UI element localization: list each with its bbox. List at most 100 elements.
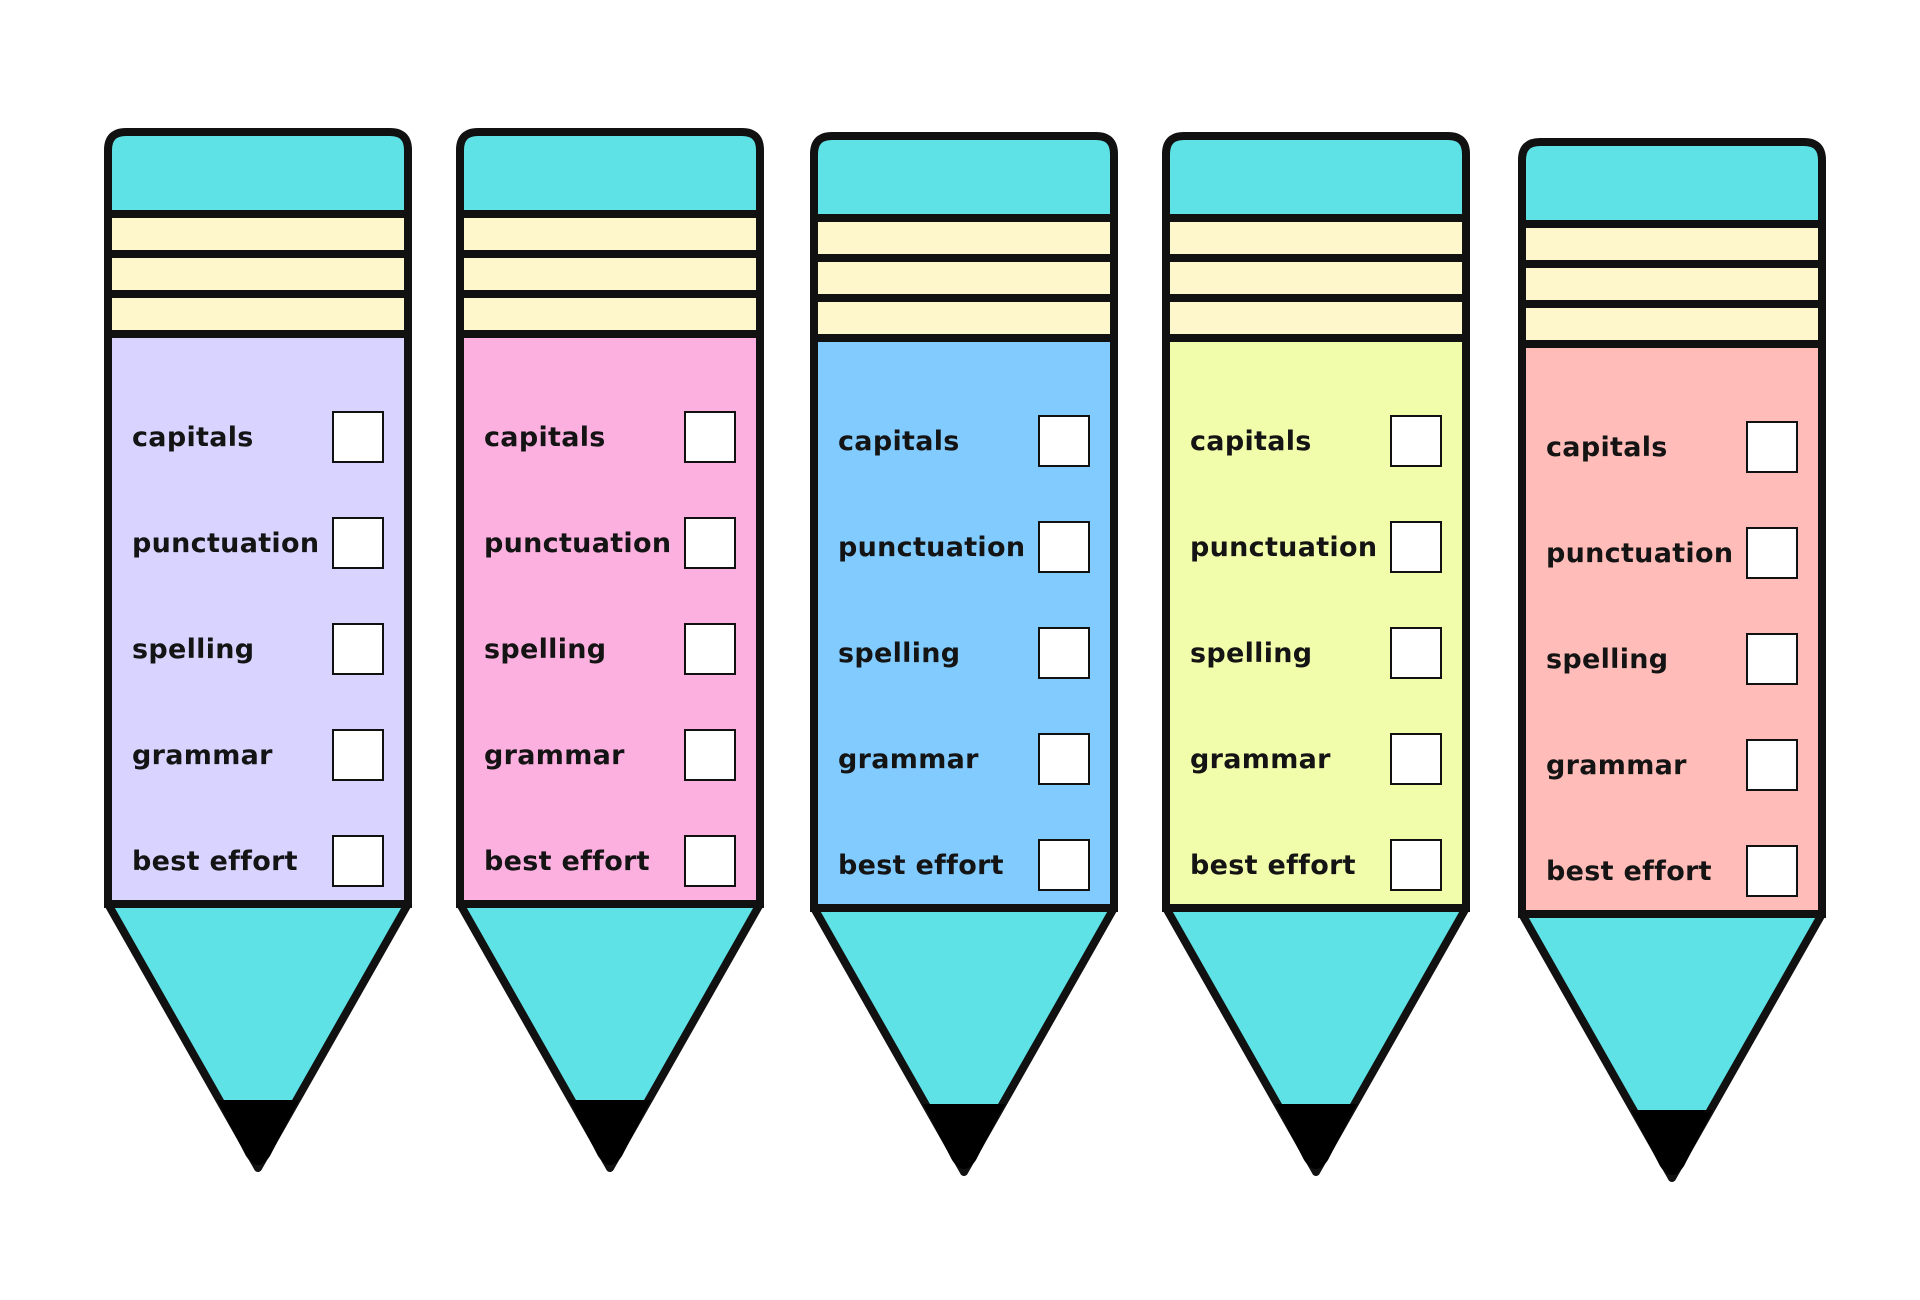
checkbox[interactable] [1038, 839, 1090, 891]
checklist-item: grammar [132, 708, 388, 814]
checklist-item-label: punctuation [484, 527, 672, 559]
pencil-lead [1275, 1104, 1357, 1169]
checklist-item: spelling [1546, 612, 1802, 718]
checklist-item-label: grammar [484, 739, 625, 771]
pencil-ferrule-band [1162, 254, 1470, 302]
checkbox[interactable] [1390, 415, 1442, 467]
checklist-item: best effort [1190, 818, 1446, 924]
checklist-item: spelling [132, 602, 388, 708]
checklist-item-label: grammar [1190, 743, 1331, 775]
checkbox[interactable] [1038, 627, 1090, 679]
checklist-item: punctuation [132, 496, 388, 602]
checkbox[interactable] [1746, 739, 1798, 791]
checkbox[interactable] [1390, 521, 1442, 573]
checkbox[interactable] [1390, 839, 1442, 891]
checkbox[interactable] [684, 729, 736, 781]
checklist: capitals punctuation spelling grammar best e… [838, 394, 1094, 924]
checklist-item: capitals [1190, 394, 1446, 500]
checkbox[interactable] [684, 411, 736, 463]
checklist-item: punctuation [484, 496, 740, 602]
checklist-item: capitals [838, 394, 1094, 500]
pencil-ferrule-band [456, 290, 764, 338]
checklist-item: capitals [484, 390, 740, 496]
checklist-item: spelling [484, 602, 740, 708]
checkbox[interactable] [332, 835, 384, 887]
checklist-item: grammar [838, 712, 1094, 818]
checklist-item-label: best effort [484, 845, 650, 877]
checklist-item-label: punctuation [838, 531, 1026, 563]
checklist-item-label: best effort [1190, 849, 1356, 881]
checkbox[interactable] [332, 729, 384, 781]
pencil-lead [569, 1100, 651, 1165]
checkbox[interactable] [684, 623, 736, 675]
checkbox[interactable] [1038, 733, 1090, 785]
checklist-item: grammar [484, 708, 740, 814]
pencil-shape [456, 128, 764, 1172]
pencil-ferrule-band [1162, 214, 1470, 262]
checklist-item-label: grammar [838, 743, 979, 775]
pencil-tip [104, 900, 412, 1172]
pencil-tip [456, 900, 764, 1172]
checklist-item-label: grammar [1546, 749, 1687, 781]
pencil-shape [1518, 138, 1826, 1182]
checklist-item-label: spelling [132, 633, 255, 665]
checkbox[interactable] [684, 517, 736, 569]
pencil-shape [104, 128, 412, 1172]
pencil-checklist-yellow: capitals punctuation spelling grammar best e… [1162, 132, 1470, 1180]
checklist-item-label: capitals [1190, 425, 1312, 457]
pencil-lead [1631, 1110, 1713, 1175]
pencil-ferrule-band [1518, 260, 1826, 308]
checklist-item-label: spelling [1190, 637, 1313, 669]
checklist-item-label: spelling [838, 637, 961, 669]
pencil-ferrule-band [1518, 220, 1826, 268]
checkbox[interactable] [332, 623, 384, 675]
checkbox[interactable] [684, 835, 736, 887]
pencil-ferrule-band [810, 214, 1118, 262]
checklist-item: punctuation [838, 500, 1094, 606]
checklist: capitals punctuation spelling grammar best e… [1190, 394, 1446, 924]
checklist-item-label: best effort [132, 845, 298, 877]
checkbox[interactable] [1390, 627, 1442, 679]
checkbox[interactable] [1390, 733, 1442, 785]
pencil-ferrule-band [104, 290, 412, 338]
checklist-item-label: spelling [484, 633, 607, 665]
pencil-checklist-blue: capitals punctuation spelling grammar best e… [810, 132, 1118, 1180]
checklist-item-label: capitals [484, 421, 606, 453]
pencil-ferrule-band [456, 210, 764, 258]
checklist-item: best effort [132, 814, 388, 920]
pencil-cap [1162, 132, 1470, 222]
checklist-item-label: best effort [1546, 855, 1712, 887]
checklist-item-label: best effort [838, 849, 1004, 881]
pencil-ferrule-band [810, 294, 1118, 342]
pencil-ferrule-band [1518, 300, 1826, 348]
pencil-tip [1162, 904, 1470, 1176]
checklist: capitals punctuation spelling grammar best e… [484, 390, 740, 920]
pencil-cap [1518, 138, 1826, 228]
pencil-lead [217, 1100, 299, 1165]
checkbox[interactable] [1038, 521, 1090, 573]
checklist-item: best effort [484, 814, 740, 920]
checkbox[interactable] [332, 517, 384, 569]
checklist-item-label: punctuation [1546, 537, 1734, 569]
checkbox[interactable] [1746, 527, 1798, 579]
checklist-item-label: capitals [838, 425, 960, 457]
pencil-cap [810, 132, 1118, 222]
checkbox[interactable] [1746, 421, 1798, 473]
pencil-checklist-pink: capitals punctuation spelling grammar best e… [456, 128, 764, 1176]
checklist-item-label: spelling [1546, 643, 1669, 675]
pencil-ferrule-band [104, 210, 412, 258]
checkbox[interactable] [1038, 415, 1090, 467]
pencil-cap [104, 128, 412, 218]
checklist-item: spelling [838, 606, 1094, 712]
checklist-item-label: punctuation [1190, 531, 1378, 563]
pencil-ferrule-band [1162, 294, 1470, 342]
pencil-tip [1518, 910, 1826, 1182]
checkbox[interactable] [1746, 845, 1798, 897]
checkbox[interactable] [332, 411, 384, 463]
pencil-lead [923, 1104, 1005, 1169]
checkbox[interactable] [1746, 633, 1798, 685]
